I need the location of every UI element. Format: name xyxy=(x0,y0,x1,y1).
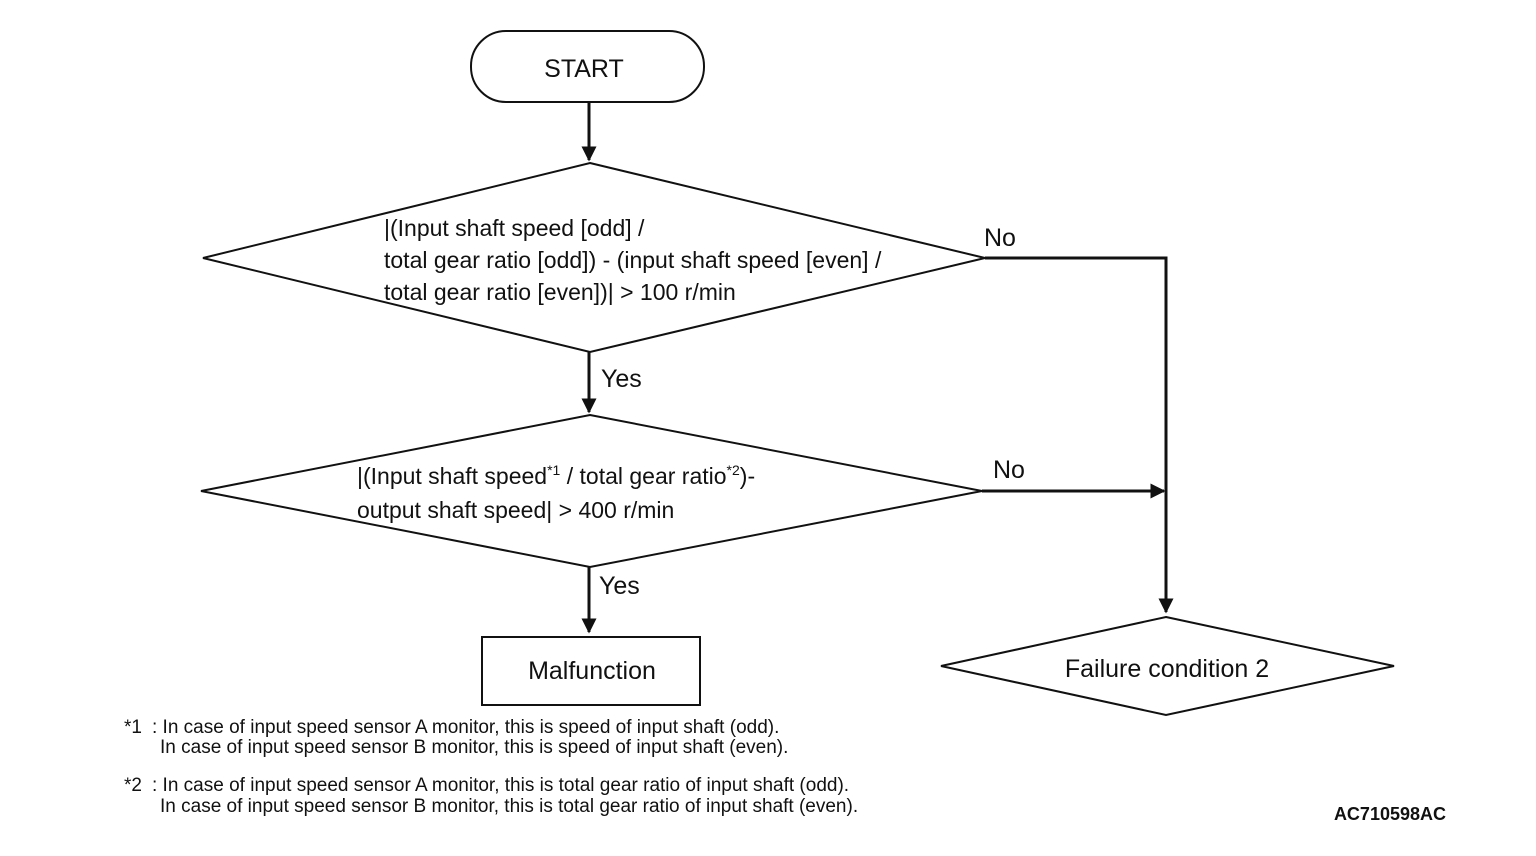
figure-code: AC710598AC xyxy=(1334,804,1446,824)
decision2-no-label: No xyxy=(993,456,1025,484)
footnote-1-line2: In case of input speed sensor B monitor,… xyxy=(160,737,788,758)
footnote-2-mark: *2 xyxy=(124,775,142,796)
footnote-2-line2: In case of input speed sensor B monitor,… xyxy=(160,796,858,817)
failure-condition-label: Failure condition 2 xyxy=(1065,655,1269,683)
start-terminal: START xyxy=(470,30,705,103)
malfunction-box: Malfunction xyxy=(481,636,701,706)
decision1-yes-label: Yes xyxy=(601,365,642,393)
decision1-line1: |(Input shaft speed [odd] / xyxy=(384,215,645,241)
decision2-yes-label: Yes xyxy=(599,572,640,600)
decision2-line1: |(Input shaft speed*1 / total gear ratio… xyxy=(357,462,755,489)
connector-no-to-failure xyxy=(985,256,1174,614)
malfunction-label: Malfunction xyxy=(528,657,656,685)
footnote-2: *2 : In case of input speed sensor A mon… xyxy=(124,775,858,817)
failure-condition-diamond: Failure condition 2 xyxy=(940,615,1395,717)
start-label: START xyxy=(544,55,624,83)
footnote-1-line1: : In case of input speed sensor A monito… xyxy=(152,717,779,738)
decision2-line2: output shaft speed| > 400 r/min xyxy=(357,497,674,523)
footnote-2-line1: : In case of input speed sensor A monito… xyxy=(152,775,849,796)
decision1-no-label: No xyxy=(984,224,1016,252)
footnote-1-mark: *1 xyxy=(124,717,142,738)
decision1-line3: total gear ratio [even])| > 100 r/min xyxy=(384,279,736,305)
decision1-diamond: |(Input shaft speed [odd] / total gear r… xyxy=(202,161,986,354)
decision2-diamond: |(Input shaft speed*1 / total gear ratio… xyxy=(200,413,983,569)
footnote-1: *1 : In case of input speed sensor A mon… xyxy=(124,717,788,758)
decision1-line2: total gear ratio [odd]) - (input shaft s… xyxy=(384,247,882,273)
